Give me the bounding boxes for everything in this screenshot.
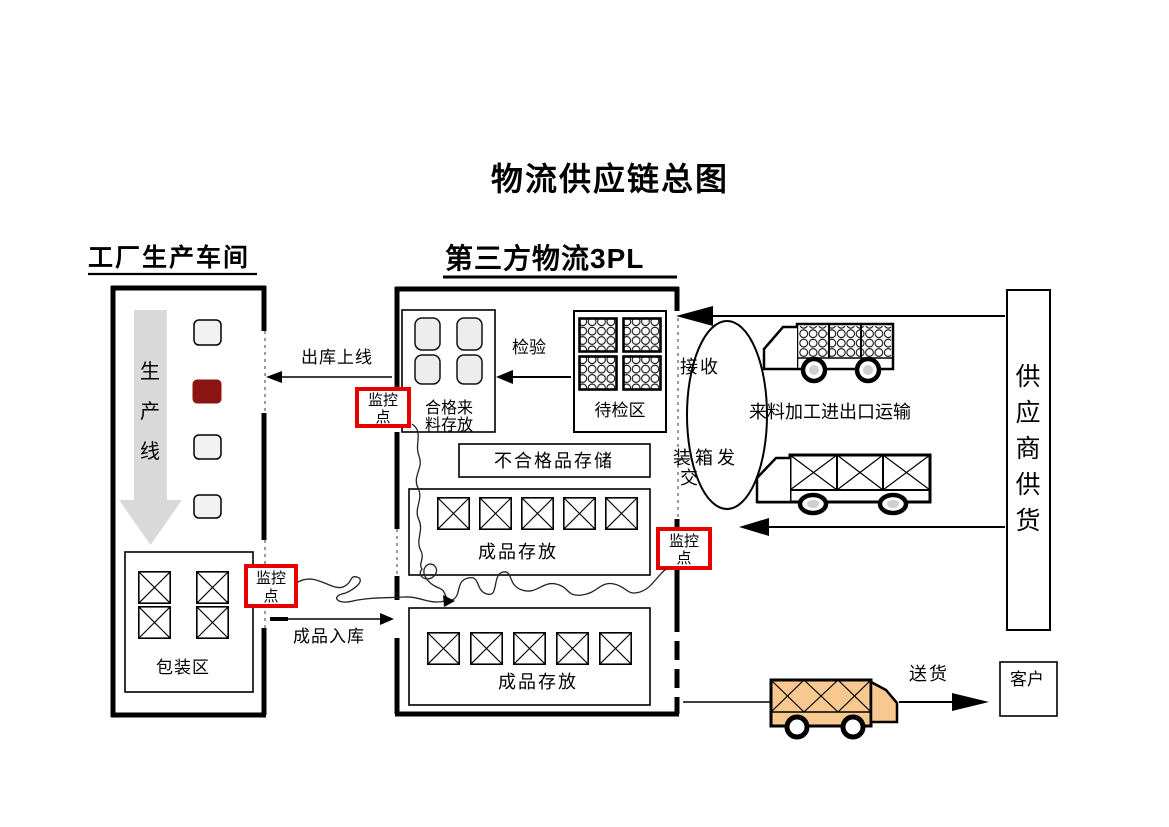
delivery-arrowhead: [952, 693, 989, 711]
delivery-flow: 送货 客户: [683, 661, 1058, 740]
customer-box: 客户: [999, 661, 1058, 717]
monitor-label: 点: [375, 409, 390, 426]
qualified-storage-box: 合格来 料存放: [401, 309, 496, 434]
page-title: 物流供应链总图: [491, 161, 729, 197]
supply-side: 接收 来料加工进出口运输 装箱发 交: [673, 289, 1051, 631]
qualified-pallet-3: [414, 354, 441, 385]
inspection-arrowhead: [496, 370, 513, 384]
delivery-truck: [769, 678, 899, 740]
factory-box: [110, 285, 267, 718]
qualified-storage-label-1: 合格来: [425, 399, 473, 417]
factory-section: 工厂生产车间 生产线 包装区: [88, 243, 267, 718]
packaging-area-label: 包装区: [156, 658, 210, 677]
supply-arrow-mid: [739, 518, 1005, 536]
qualified-pallet-1: [414, 317, 441, 351]
packing-dispatch-label-1: 装箱发: [673, 448, 739, 468]
monitor-point-factory: 监控 点: [244, 564, 298, 608]
packaging-area-box: 包装区: [124, 551, 254, 693]
qualified-pallet-4: [456, 354, 483, 385]
tpl-box: [394, 286, 680, 717]
production-line-arrow: [119, 310, 182, 545]
transport-loop-ellipse: [686, 320, 768, 510]
factory-header: 工厂生产车间: [88, 243, 250, 272]
station-block-4: [193, 494, 222, 519]
inbound-flow: 成品入库: [270, 613, 394, 646]
tpl-section: 第三方物流3PL 合格来 料存放: [394, 242, 680, 717]
monitor-label: 监控: [368, 392, 398, 409]
monitor-point-tpl-left: 监控 点: [355, 387, 411, 428]
customer-label: 客户: [1010, 670, 1044, 689]
finished-storage-upper-label: 成品存放: [478, 542, 558, 562]
outbound-flow: 出库上线: [266, 348, 392, 383]
tpl-header: 第三方物流3PL: [445, 242, 644, 274]
inbound-label: 成品入库: [293, 627, 365, 646]
station-block-1: [193, 319, 222, 346]
monitor-label: 监控: [669, 533, 699, 550]
station-block-3: [193, 434, 222, 460]
inbound-arrowhead: [380, 613, 394, 625]
production-line-label: 生产线: [140, 360, 160, 463]
awaiting-inspection-box: 待检区: [573, 310, 667, 433]
monitor-point-tpl-right: 监控 点: [656, 527, 712, 570]
outbound-arrowhead: [266, 371, 282, 383]
station-block-highlighted: [192, 379, 222, 404]
monitor-label: 点: [263, 588, 278, 605]
monitor-label: 监控: [256, 570, 286, 587]
awaiting-inspection-label: 待检区: [595, 401, 646, 420]
nonconforming-storage-label: 不合格品存储: [494, 451, 614, 471]
delivery-label: 送货: [909, 664, 949, 684]
nonconforming-storage-box: 不合格品存储: [458, 443, 651, 478]
squiggle-arrowhead: [443, 595, 455, 607]
supplier-label: 供应商供货: [1015, 363, 1040, 535]
supplier-box: 供应商供货: [1006, 289, 1051, 631]
receiving-label: 接收: [680, 357, 720, 377]
supply-arrow-top: [676, 306, 1005, 326]
finished-storage-lower-label: 成品存放: [498, 672, 578, 692]
qualified-storage-label-2: 料存放: [425, 416, 473, 434]
packing-dispatch-label-2: 交: [680, 468, 698, 488]
finished-storage-upper-box: 成品存放: [408, 488, 651, 576]
transport-label: 来料加工进出口运输: [749, 402, 911, 422]
qualified-pallet-2: [456, 317, 483, 351]
inspection-flow: 检验: [496, 338, 571, 384]
finished-storage-lower-box: 成品存放: [408, 607, 651, 706]
outbound-label: 出库上线: [301, 348, 373, 367]
squiggle-connectors: [297, 423, 667, 607]
inspection-label: 检验: [512, 338, 546, 357]
incoming-truck: [762, 322, 895, 384]
monitor-label: 点: [676, 550, 691, 567]
outgoing-truck: [755, 453, 932, 516]
